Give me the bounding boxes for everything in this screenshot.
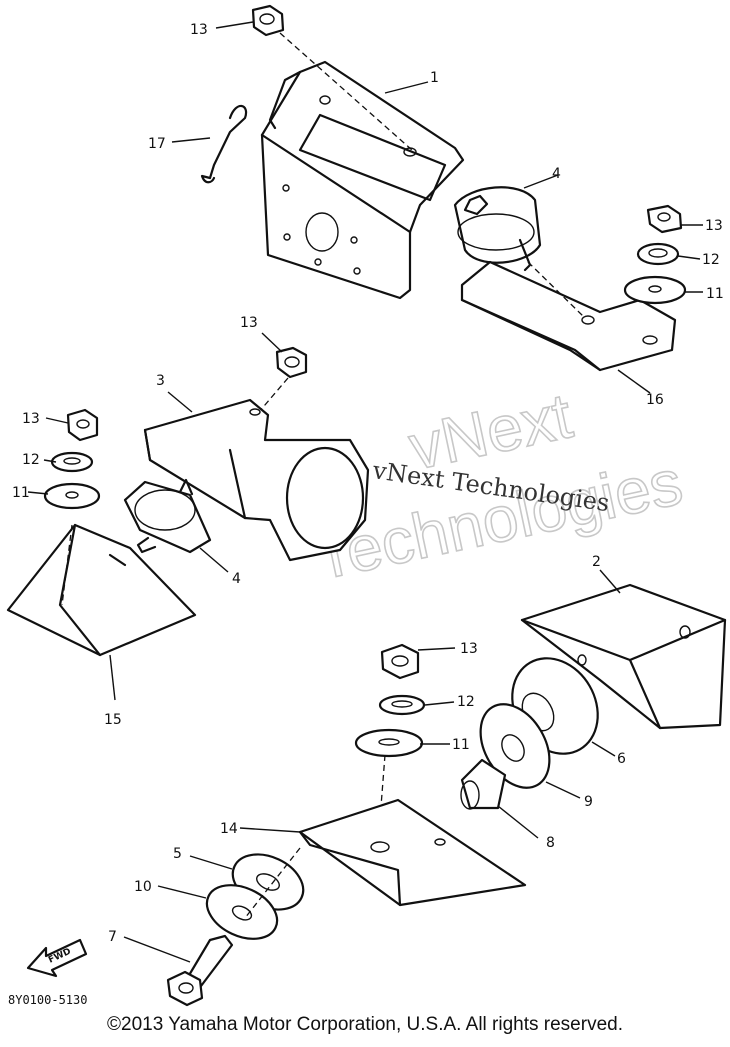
part-14-plate	[298, 798, 527, 907]
part-7-bolt	[166, 934, 234, 1007]
callout-5: 5	[173, 846, 182, 862]
part-9-washer	[479, 703, 551, 789]
callout-6: 6	[617, 751, 626, 767]
fwd-arrow-icon: FWD	[26, 938, 88, 978]
part-15-bracket	[6, 523, 197, 657]
callout-4: 4	[552, 166, 561, 182]
part-11-washer-left	[43, 482, 101, 510]
callout-11: 11	[706, 286, 724, 302]
callout-13: 13	[190, 22, 208, 38]
bolt-path-bottom	[244, 847, 301, 919]
callout-13: 13	[460, 641, 478, 657]
callout-12: 12	[702, 252, 720, 268]
callout-10: 10	[134, 879, 152, 895]
callout-13: 13	[22, 411, 40, 427]
callout-16: 16	[646, 392, 664, 408]
callout-8: 8	[546, 835, 555, 851]
part-13-nut-middle	[275, 346, 308, 379]
copyright-notice: ©2013 Yamaha Motor Corporation, U.S.A. A…	[107, 1014, 623, 1035]
callout-13: 13	[240, 315, 258, 331]
part-8-collar	[460, 758, 507, 810]
callout-numbers: 13 1 17 4 13 12 11 16 13 3 13 12 11 4 15…	[12, 22, 724, 945]
callout-12: 12	[457, 694, 475, 710]
callout-3: 3	[156, 373, 165, 389]
diagram-code: 8Y0100-5130	[8, 993, 87, 1007]
part-12-washer-upper-right	[636, 242, 680, 266]
part-2-bracket	[520, 583, 727, 730]
callout-7: 7	[108, 929, 117, 945]
part-12-washer-left	[50, 451, 94, 473]
part-16-bracket	[460, 260, 677, 372]
part-17-clip	[200, 104, 248, 184]
callout-14: 14	[220, 821, 238, 837]
part-13-nut-upper-right	[646, 204, 683, 234]
part-12-washer-lower	[378, 694, 426, 716]
callout-11: 11	[452, 737, 470, 753]
part-13-nut-top	[251, 4, 285, 37]
callout-17: 17	[148, 136, 166, 152]
leader-lines	[27, 21, 703, 963]
part-11-washer-lower	[354, 728, 424, 758]
callout-13: 13	[705, 218, 723, 234]
part-4-upper-mount	[453, 186, 542, 272]
callout-4: 4	[232, 571, 241, 587]
callout-15: 15	[104, 712, 122, 728]
part-3-bracket	[143, 398, 370, 562]
bolt-path-upper-right	[527, 261, 586, 319]
part-11-washer-upper-right	[623, 275, 687, 305]
part-13-nut-left	[66, 408, 99, 442]
part-13-nut-lower	[380, 643, 420, 680]
callout-11: 11	[12, 485, 30, 501]
callout-2: 2	[592, 554, 601, 570]
part-1-bracket	[260, 60, 465, 300]
callout-1: 1	[430, 70, 439, 86]
callout-12: 12	[22, 452, 40, 468]
callout-9: 9	[584, 794, 593, 810]
part-4-lower-mount	[123, 478, 212, 554]
